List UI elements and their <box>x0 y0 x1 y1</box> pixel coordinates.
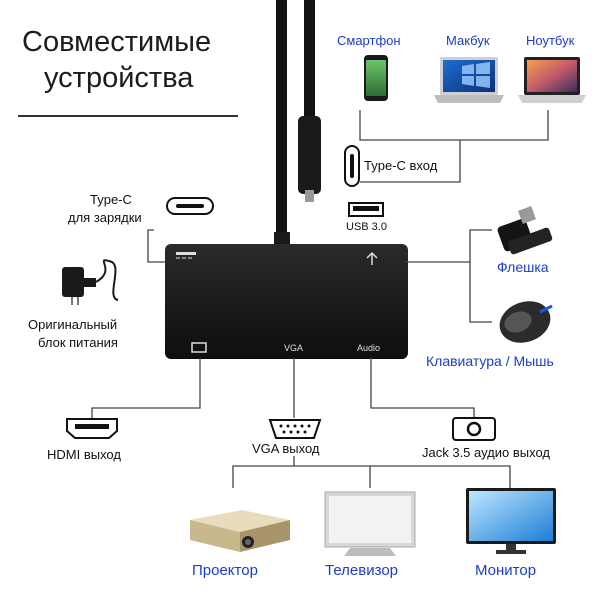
label-macbook: Макбук <box>446 33 490 48</box>
monitor-icon <box>466 488 556 554</box>
label-typec-charge-1: Type-C <box>90 192 132 207</box>
laptop-icon <box>518 57 586 103</box>
displays-bracket <box>232 465 511 488</box>
top-devices-bracket <box>359 110 549 141</box>
hdmi-port-icon <box>66 418 118 439</box>
flash-drive-icon <box>497 206 553 255</box>
audio-connector-line <box>370 358 475 418</box>
macbook-icon <box>434 57 504 103</box>
cable-icon <box>274 0 321 246</box>
label-vga-output: VGA выход <box>252 441 320 456</box>
usb-connector-line-bottom <box>469 262 492 323</box>
label-laptop: Ноутбук <box>526 33 575 48</box>
label-usb3: USB 3.0 <box>346 221 387 233</box>
typec-charge-port-icon <box>166 197 214 215</box>
typec-input-connector-line <box>360 140 461 183</box>
label-power-supply-2: блок питания <box>38 335 118 350</box>
label-tv: Телевизор <box>325 562 399 579</box>
hub-port-label-audio: Audio <box>357 343 381 353</box>
audio-jack-icon <box>452 417 496 441</box>
projector-icon <box>190 510 290 552</box>
usb-port-icon <box>348 202 384 217</box>
label-typec-charge-2: для зарядки <box>68 210 142 225</box>
title-line-2: устройства <box>44 62 194 94</box>
usb-connector-line-top <box>405 229 492 263</box>
charge-connector-line <box>147 229 165 263</box>
mouse-icon <box>499 301 553 343</box>
hub-port-label-vga: VGA <box>284 343 304 353</box>
vga-port-icon <box>268 419 322 439</box>
label-smartphone: Смартфон <box>337 33 401 48</box>
title-line-1: Совместимые <box>22 26 212 58</box>
label-keyboard-mouse: Клавиатура / Мышь <box>426 353 554 369</box>
hub-body <box>165 244 408 359</box>
smartphone-icon <box>364 55 388 101</box>
label-monitor: Монитор <box>475 562 537 579</box>
label-projector: Проектор <box>192 562 258 579</box>
typec-port-icon <box>344 145 360 187</box>
hdmi-connector-line <box>91 358 201 418</box>
label-power-supply-1: Оригинальный <box>28 317 118 332</box>
tv-icon <box>324 491 416 556</box>
page-title: Совместимые устройства <box>22 24 211 96</box>
label-typec-input: Type-C вход <box>364 158 438 173</box>
label-jack-output: Jack 3.5 аудио выход <box>422 445 551 460</box>
label-flash-drive: Флешка <box>497 259 549 275</box>
power-adapter-icon <box>62 259 119 305</box>
label-hdmi-output: HDMI выход <box>47 447 121 462</box>
